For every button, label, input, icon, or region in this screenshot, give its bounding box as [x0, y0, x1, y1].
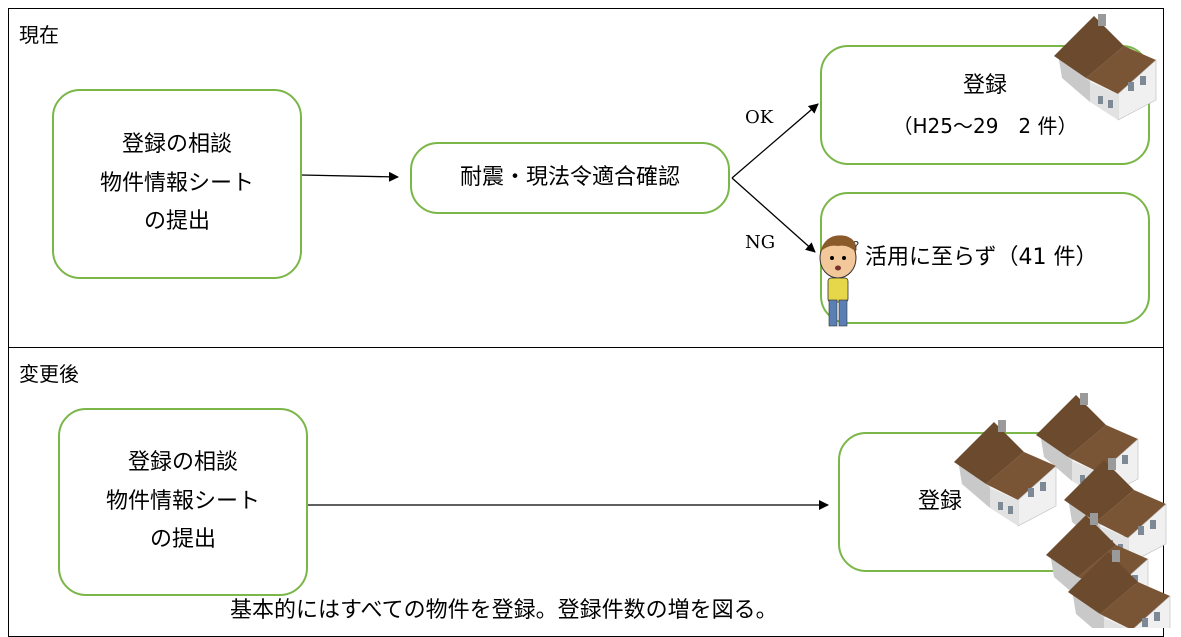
ok-label: OK — [745, 107, 774, 128]
ng-label: NG — [745, 232, 776, 253]
after-consult-line-1: 登録の相談 — [127, 450, 238, 476]
after-consult-line-2: 物件情報シート — [105, 488, 260, 514]
house-icon — [1053, 13, 1157, 121]
consult-box-after: 登録の相談 物件情報シート の提出 — [58, 408, 308, 596]
seismic-check-box: 耐震・現法令適合確認 — [410, 142, 730, 214]
consult-line-2: 物件情報シート — [99, 170, 254, 196]
panel-title-after: 変更後 — [19, 362, 79, 386]
seismic-check-label: 耐震・現法令適合確認 — [459, 164, 680, 190]
consult-line-3: の提出 — [143, 209, 210, 235]
ng-result-label: 活用に至らず（41 件） — [865, 244, 1098, 270]
summary-caption: 基本的にはすべての物件を登録。登録件数の増を図る。 — [230, 598, 778, 623]
consult-box-current: 登録の相談 物件情報シート の提出 — [52, 89, 302, 279]
register-ok-title: 登録 — [962, 73, 1007, 99]
svg-text:?: ? — [853, 239, 859, 253]
arrow-check-to-ng — [731, 177, 816, 253]
consult-line-1: 登録の相談 — [121, 132, 232, 158]
ng-result-box: 活用に至らず（41 件） — [820, 192, 1150, 324]
arrow-consult-to-check — [300, 171, 399, 182]
confused-person-icon: ? — [819, 235, 859, 327]
arrow-check-to-ok — [731, 103, 819, 179]
register-ok-count: （H25～29 2 件） — [892, 113, 1078, 138]
register-after-label: 登録 — [918, 488, 963, 514]
after-consult-line-3: の提出 — [149, 527, 216, 553]
panel-title-current: 現在 — [19, 23, 59, 47]
